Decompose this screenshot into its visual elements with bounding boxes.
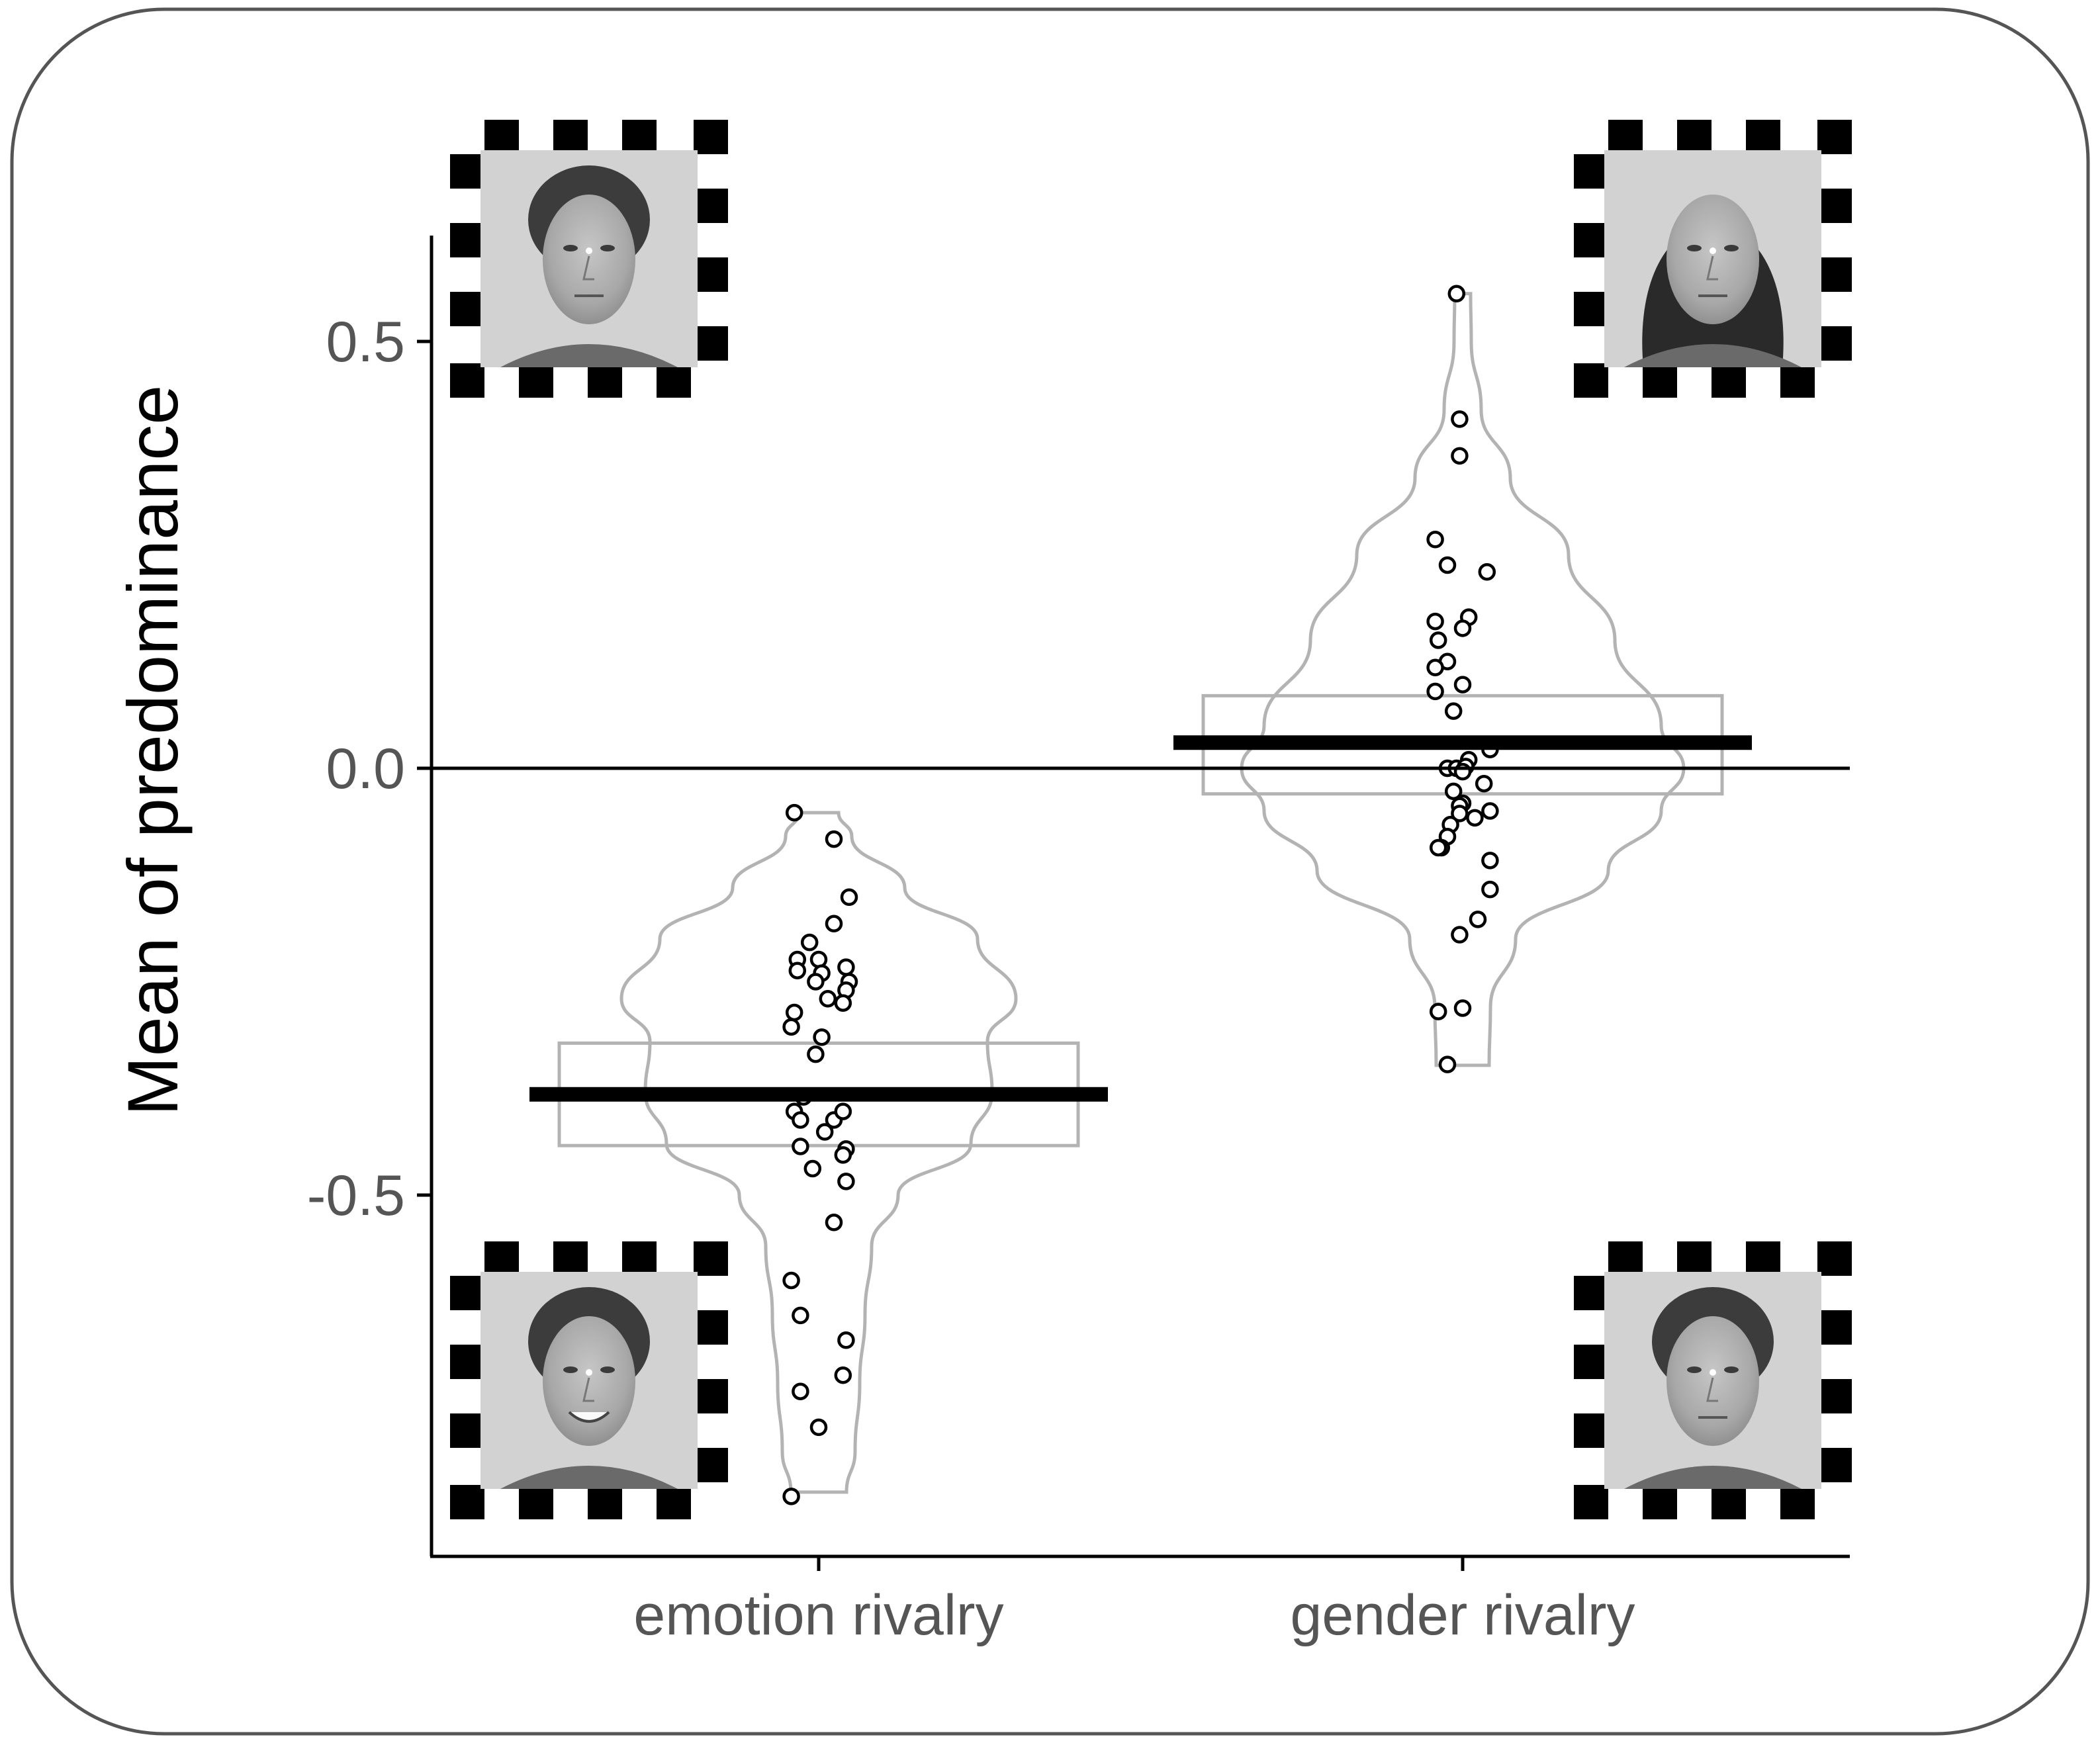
data-point bbox=[792, 1111, 809, 1129]
data-point bbox=[1451, 447, 1469, 465]
female-face-stimulus-image bbox=[1574, 120, 1852, 398]
point-layer bbox=[782, 285, 1499, 1505]
data-point bbox=[825, 830, 843, 848]
data-point bbox=[834, 1146, 852, 1164]
data-point bbox=[782, 1271, 800, 1290]
data-point bbox=[809, 1418, 828, 1437]
data-point bbox=[1451, 926, 1469, 944]
violin-outline bbox=[619, 811, 1018, 1494]
data-point bbox=[1481, 802, 1499, 820]
data-point bbox=[809, 950, 828, 969]
mean-line-layer bbox=[529, 735, 1752, 1102]
data-point bbox=[819, 990, 837, 1008]
data-point bbox=[800, 933, 819, 952]
data-point bbox=[815, 1123, 834, 1141]
y-tick-label: 0.5 bbox=[326, 310, 405, 374]
data-point bbox=[788, 961, 807, 979]
violin-outline bbox=[1240, 292, 1686, 1067]
y-ticks: 0.5 0.0 -0.5 bbox=[307, 310, 432, 1228]
axes bbox=[430, 236, 1850, 1558]
data-point bbox=[792, 1306, 809, 1325]
data-point bbox=[785, 1003, 803, 1022]
data-point bbox=[834, 1102, 852, 1120]
data-point bbox=[1438, 1055, 1457, 1073]
data-point bbox=[1444, 782, 1463, 801]
data-point bbox=[1478, 563, 1496, 581]
data-point bbox=[1453, 676, 1472, 693]
data-point bbox=[840, 888, 858, 907]
data-point bbox=[1438, 556, 1457, 574]
data-point bbox=[837, 958, 855, 976]
data-point bbox=[1426, 531, 1444, 549]
data-point bbox=[1475, 774, 1493, 793]
data-point bbox=[834, 1366, 852, 1384]
data-point bbox=[1469, 911, 1487, 928]
data-point bbox=[1481, 880, 1499, 899]
y-tick-label: -0.5 bbox=[307, 1164, 405, 1228]
neutral-male-face-stimulus-image bbox=[1574, 1241, 1852, 1519]
data-point bbox=[825, 915, 843, 933]
data-point bbox=[1466, 809, 1484, 827]
data-point bbox=[785, 803, 803, 822]
data-point bbox=[1447, 285, 1466, 303]
data-point bbox=[1453, 762, 1472, 781]
data-point bbox=[792, 1382, 809, 1400]
data-point bbox=[1426, 658, 1444, 677]
data-point bbox=[782, 1488, 800, 1505]
data-point bbox=[1451, 805, 1469, 823]
y-axis-title: Mean of predominance bbox=[113, 385, 193, 1116]
data-point bbox=[1444, 702, 1463, 720]
data-point bbox=[807, 973, 825, 991]
stimulus-images bbox=[450, 120, 1852, 1519]
data-point bbox=[803, 1159, 822, 1178]
data-point bbox=[1453, 619, 1472, 637]
data-point bbox=[813, 1028, 831, 1046]
data-point bbox=[1426, 682, 1444, 701]
data-point bbox=[1429, 631, 1447, 649]
smiling-male-face-stimulus-image bbox=[450, 1241, 728, 1519]
x-ticks: emotion rivalry gender rivalry bbox=[633, 1556, 1635, 1647]
y-tick-label: 0.0 bbox=[326, 737, 405, 801]
data-point bbox=[825, 1214, 843, 1231]
violin-layer bbox=[619, 292, 1686, 1494]
neutral-male-face-stimulus-image bbox=[450, 120, 728, 398]
data-point bbox=[834, 994, 852, 1012]
data-point bbox=[1453, 999, 1472, 1017]
data-point bbox=[837, 1331, 855, 1349]
data-point bbox=[807, 1045, 825, 1063]
data-point bbox=[1451, 410, 1469, 428]
data-point bbox=[1429, 838, 1447, 857]
x-tick-label: gender rivalry bbox=[1291, 1584, 1635, 1647]
data-point bbox=[1429, 1003, 1447, 1020]
data-point bbox=[1426, 612, 1444, 631]
x-tick-label: emotion rivalry bbox=[633, 1584, 1003, 1647]
data-point bbox=[792, 1138, 809, 1155]
data-point bbox=[1481, 852, 1499, 870]
data-point bbox=[837, 1173, 855, 1190]
data-point bbox=[782, 1018, 800, 1036]
